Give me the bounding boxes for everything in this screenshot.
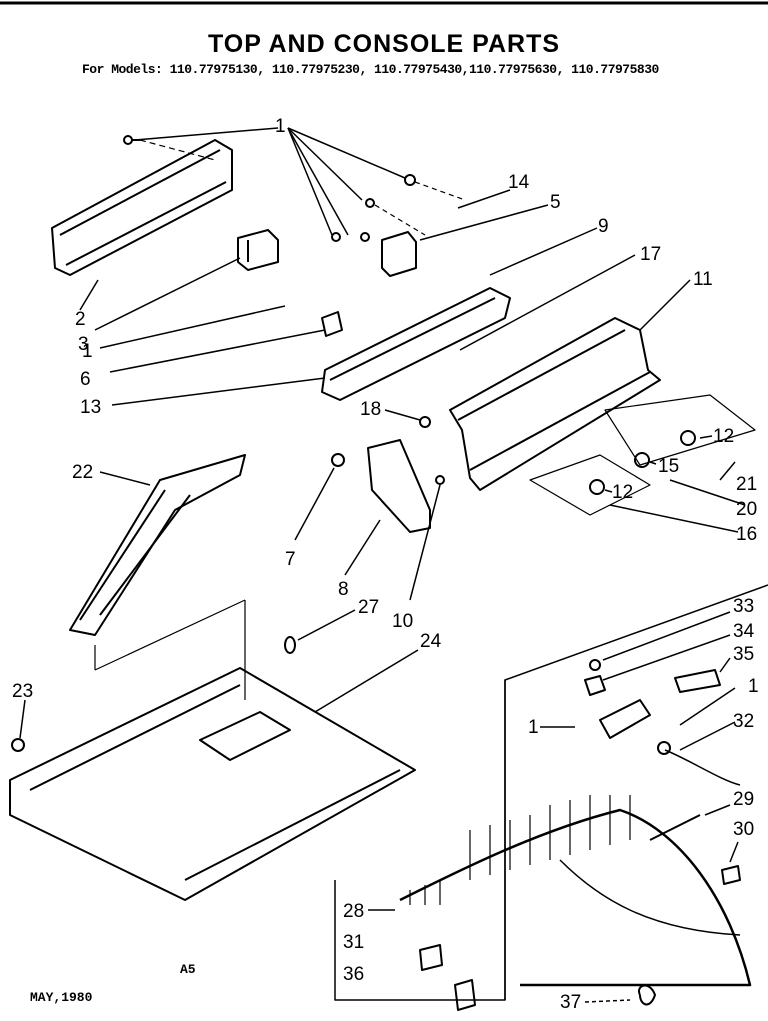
nut-7 <box>331 453 345 467</box>
part-35 <box>674 669 721 693</box>
callout-31: 31 <box>343 932 364 953</box>
callout-1-left: 1 <box>82 341 93 362</box>
knob-group-21 <box>604 394 756 466</box>
screw-c <box>365 198 375 208</box>
callout-24: 24 <box>420 631 442 652</box>
part-30 <box>721 865 741 885</box>
screw-d <box>360 232 370 242</box>
top-part-24 <box>9 667 416 901</box>
callout-1-top: 1 <box>275 116 286 137</box>
callout-23: 23 <box>12 681 33 702</box>
knob-15 <box>634 452 650 468</box>
bracket-part-5 <box>381 231 417 277</box>
callout-13: 13 <box>80 397 101 418</box>
screw-b <box>404 174 416 186</box>
callout-6: 6 <box>80 369 91 390</box>
knob-group-16 <box>529 454 651 516</box>
callout-30: 30 <box>733 819 754 840</box>
callout-11: 11 <box>693 269 713 290</box>
callout-1-harness-right: 1 <box>748 676 759 697</box>
callout-7: 7 <box>285 549 296 570</box>
callout-10: 10 <box>392 611 413 632</box>
callout-18: 18 <box>360 399 381 420</box>
terminal-32 <box>657 741 671 755</box>
callout-36: 36 <box>343 964 364 985</box>
callout-15: 15 <box>658 456 679 477</box>
clip-27 <box>284 636 296 654</box>
harness-frame <box>334 584 768 1001</box>
callout-34: 34 <box>733 621 755 642</box>
console-part-11 <box>449 317 661 491</box>
part-31 <box>419 944 443 971</box>
callout-12-a: 12 <box>713 426 734 447</box>
callout-33: 33 <box>733 596 754 617</box>
screw-10 <box>435 475 445 485</box>
knob-12-a <box>680 430 696 446</box>
callout-2: 2 <box>75 309 86 330</box>
switch-part-3 <box>237 229 279 271</box>
callout-5: 5 <box>550 192 561 213</box>
print-date: MAY,1980 <box>30 990 93 1005</box>
callout-29: 29 <box>733 789 754 810</box>
callout-12-b: 12 <box>612 482 633 503</box>
part-34 <box>584 675 606 696</box>
callout-3: 3 <box>78 334 89 355</box>
callout-16: 16 <box>736 524 757 545</box>
screw-18 <box>419 416 431 428</box>
screw-e <box>331 232 341 242</box>
page-code: A5 <box>180 962 196 977</box>
callout-21: 21 <box>736 474 757 495</box>
motor-switch <box>599 699 651 739</box>
callout-35: 35 <box>733 644 754 665</box>
wire-harness-28 <box>399 808 752 987</box>
callout-32: 32 <box>733 711 754 732</box>
part-33 <box>589 659 601 671</box>
callout-1-harness-left: 1 <box>528 717 539 738</box>
callout-27: 27 <box>358 597 379 618</box>
lid-part-22 <box>69 454 246 636</box>
rail-part-9 <box>321 287 511 401</box>
top-opening <box>199 711 291 761</box>
callout-22: 22 <box>72 462 93 483</box>
screw-23 <box>11 738 25 752</box>
callout-17: 17 <box>640 244 661 265</box>
callout-9: 9 <box>598 216 609 237</box>
page-title: TOP AND CONSOLE PARTS <box>207 30 561 58</box>
model-list: For Models: 110.77975130, 110.77975230, … <box>82 62 659 77</box>
part-36 <box>454 979 476 1011</box>
clip-part-6 <box>321 311 343 337</box>
rear-bracket <box>51 139 233 276</box>
callout-8: 8 <box>338 579 349 600</box>
knob-12-b <box>589 479 605 495</box>
callout-28: 28 <box>343 901 364 922</box>
bracket-8 <box>367 439 431 533</box>
callout-37: 37 <box>560 992 581 1013</box>
callout-14: 14 <box>508 172 530 193</box>
callout-20: 20 <box>736 499 757 520</box>
part-37 <box>638 984 656 1006</box>
wire-32 <box>664 749 741 786</box>
